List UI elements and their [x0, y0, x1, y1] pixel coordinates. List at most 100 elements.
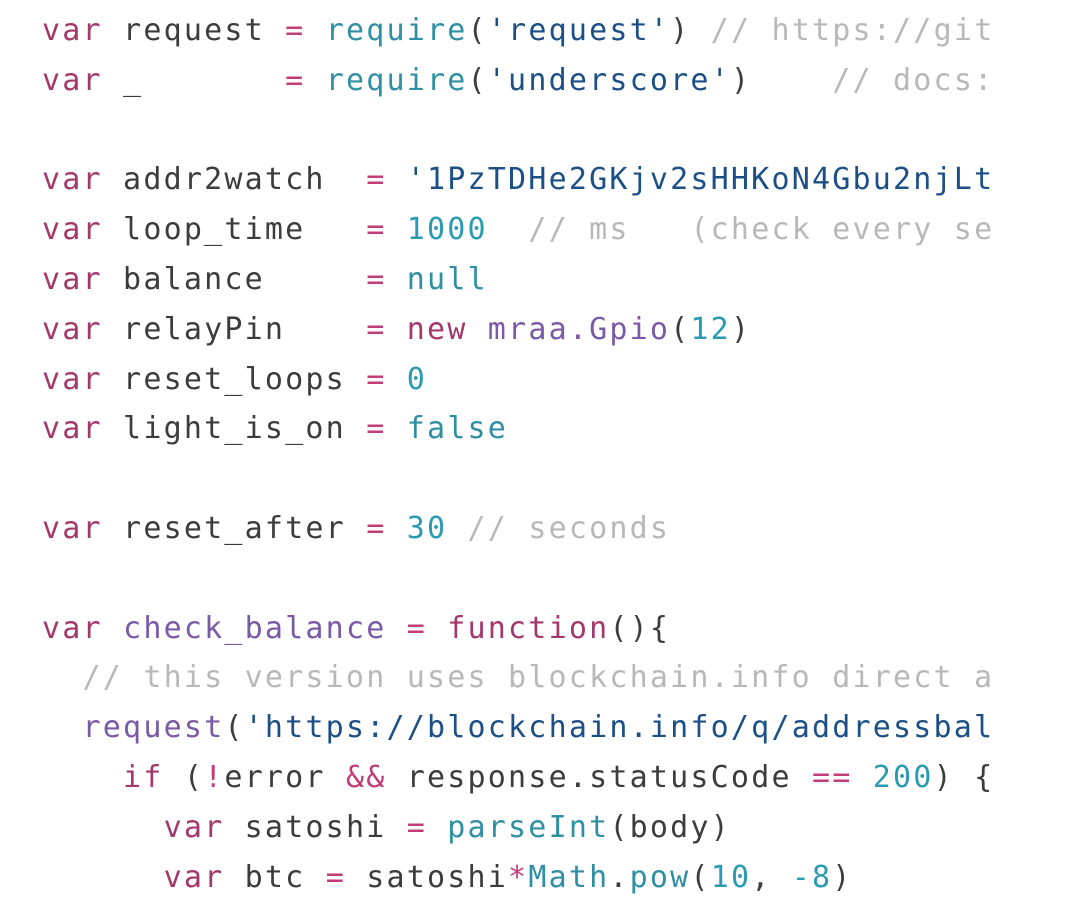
code-line[interactable]: var satoshi = parseInt(body): [42, 803, 994, 853]
code-token: [386, 312, 406, 347]
code-token: (: [690, 859, 711, 895]
code-token: check_balance: [123, 610, 387, 646]
code-token: [386, 362, 406, 397]
code-token: =: [366, 361, 387, 397]
code-token: null: [406, 261, 488, 297]
code-token: require: [325, 62, 468, 98]
code-token: false: [406, 411, 509, 447]
code-token: var: [42, 162, 103, 198]
code-token: 30: [406, 510, 448, 546]
code-line[interactable]: [42, 554, 994, 604]
code-token: 0: [406, 361, 427, 397]
code-token: [42, 810, 164, 845]
code-token: [447, 511, 467, 546]
code-token: (){: [609, 610, 671, 646]
code-token: // ms (check every se: [528, 212, 995, 248]
code-token: =: [366, 311, 387, 347]
code-line[interactable]: var loop_time = 1000 // ms (check every …: [42, 205, 994, 255]
code-token: satoshi: [345, 859, 509, 895]
code-token: [305, 13, 325, 48]
code-token: 1000: [406, 212, 488, 248]
code-token: [427, 611, 447, 646]
code-token: ) {: [933, 759, 995, 795]
code-token: var: [42, 212, 103, 248]
code-token: =: [366, 162, 387, 198]
code-token: var: [42, 13, 103, 48]
code-token: =: [285, 13, 306, 48]
code-line[interactable]: var request = require('request') // http…: [42, 6, 994, 56]
code-token: Math: [528, 859, 610, 895]
code-line[interactable]: var relayPin = new mraa.Gpio(12): [42, 305, 994, 355]
code-token: [386, 611, 406, 646]
code-token: _: [102, 62, 286, 98]
code-token: var: [42, 610, 103, 646]
code-line[interactable]: var btc = satoshi*Math.pow(10, -8): [42, 853, 994, 900]
code-line[interactable]: var balance = null: [42, 255, 994, 305]
code-token: 'underscore': [487, 62, 731, 98]
code-token: [305, 63, 325, 98]
code-line[interactable]: var check_balance = function(){: [42, 604, 994, 654]
code-line[interactable]: if (!error && response.statusCode == 200…: [42, 753, 994, 803]
code-block[interactable]: var request = require('request') // http…: [42, 6, 994, 900]
code-line[interactable]: var addr2watch = '1PzTDHe2GKjv2sHHKoN4Gb…: [42, 155, 994, 205]
code-token: *: [508, 859, 529, 895]
code-token: var: [42, 411, 103, 447]
code-token: (: [670, 311, 691, 347]
code-token: // seconds: [467, 510, 671, 546]
code-line[interactable]: var _ = require('underscore') // docs:: [42, 56, 994, 106]
code-token: reset_loops: [102, 361, 367, 397]
code-token: [488, 212, 529, 247]
code-token: parseInt: [447, 809, 610, 845]
code-token: (: [163, 759, 205, 795]
code-token: 'request': [487, 13, 671, 48]
code-token: request: [82, 710, 225, 746]
code-token: =: [366, 510, 387, 546]
code-token: satoshi: [224, 809, 407, 845]
code-token: mraa.Gpio: [487, 311, 671, 347]
blank-line: [42, 561, 62, 596]
code-token: ): [832, 859, 853, 895]
code-token: =: [366, 212, 387, 248]
code-token: =: [366, 411, 387, 447]
code-token: =: [366, 261, 387, 297]
code-token: error: [224, 759, 346, 795]
blank-line: [42, 113, 62, 148]
code-token: addr2watch: [102, 162, 367, 198]
code-token: ==: [811, 759, 853, 795]
blank-line: [42, 461, 62, 496]
code-line[interactable]: [42, 454, 994, 504]
code-line[interactable]: var light_is_on = false: [42, 404, 994, 454]
code-token: (: [467, 62, 488, 98]
code-line[interactable]: request('https://blockchain.info/q/addre…: [42, 703, 994, 753]
code-token: response.statusCode: [386, 759, 812, 795]
code-token: -8: [791, 859, 833, 895]
code-token: if: [123, 759, 164, 795]
code-token: var: [42, 311, 103, 347]
code-line[interactable]: var reset_after = 30 // seconds: [42, 504, 994, 554]
code-token: var: [42, 261, 103, 297]
code-token: 10: [710, 859, 752, 895]
code-token: ): [730, 62, 833, 98]
code-token: request: [102, 13, 286, 48]
code-token: ): [670, 13, 711, 48]
code-token: // docs:: [832, 62, 995, 98]
code-token: ,: [751, 859, 792, 895]
code-token: var: [163, 809, 225, 845]
code-line[interactable]: [42, 106, 994, 156]
code-line[interactable]: // this version uses blockchain.info dir…: [42, 653, 994, 703]
code-token: =: [325, 859, 346, 895]
code-token: 12: [690, 311, 731, 347]
code-token: var: [42, 510, 103, 546]
code-line[interactable]: var reset_loops = 0: [42, 355, 994, 405]
code-token: (body): [609, 809, 731, 845]
code-token: (: [224, 710, 245, 746]
code-token: var: [42, 62, 103, 98]
code-token: '1PzTDHe2GKjv2sHHKoN4Gbu2njLt: [406, 162, 995, 198]
code-token: =: [406, 809, 427, 845]
code-token: 'https://blockchain.info/q/addressbal: [244, 710, 995, 746]
code-token: function: [447, 610, 610, 646]
code-token: ): [730, 311, 752, 347]
code-token: [468, 312, 488, 347]
code-token: =: [285, 62, 306, 98]
